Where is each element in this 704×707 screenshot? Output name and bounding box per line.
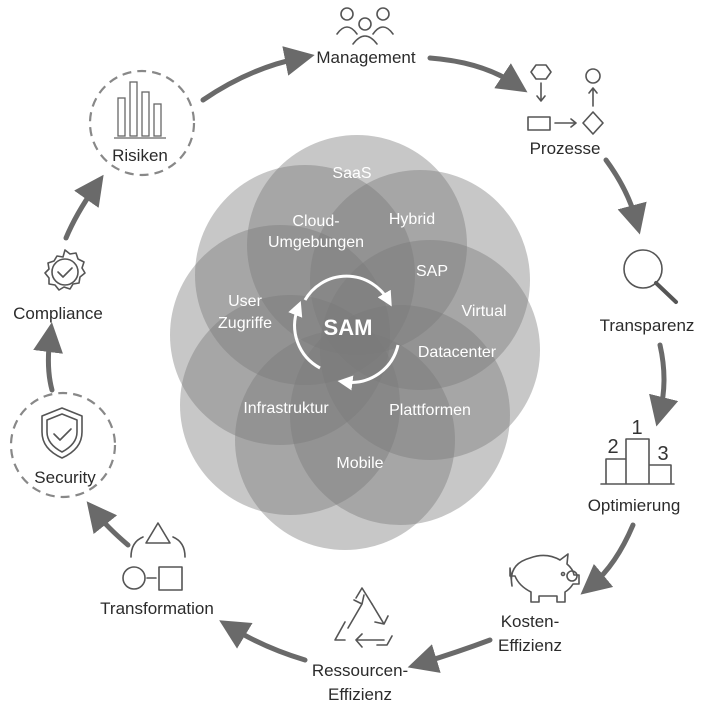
petal-label-infrastruktur: Infrastruktur	[243, 400, 329, 417]
arrow-management-prozesse	[427, 55, 528, 93]
label-transformation: Transformation	[100, 599, 214, 618]
arrow-compliance-risiken	[63, 174, 104, 241]
label-compliance: Compliance	[13, 304, 103, 323]
arrow-transformation-security	[86, 501, 131, 548]
petal-label-user-2: Zugriffe	[218, 315, 272, 332]
arrow-prozesse-transparenz	[603, 157, 647, 235]
label-risiken: Risiken	[112, 146, 168, 165]
badge-check-icon	[44, 249, 86, 291]
cycle-arrows	[33, 46, 679, 673]
petal-label-cloud-1: Cloud-	[292, 213, 339, 230]
label-ressourcen-1: Ressourcen-	[312, 661, 408, 680]
process-flow-icon	[527, 64, 604, 135]
arrow-transparenz-optimierung	[649, 342, 679, 427]
petal-label-saas: SaaS	[332, 165, 371, 182]
arrow-ressourcen-transformation	[219, 620, 308, 663]
petal-hybrid	[310, 170, 530, 390]
petal-mobile	[235, 330, 455, 550]
recycle-icon	[334, 587, 393, 648]
petal-label-virtual: Virtual	[461, 303, 506, 320]
podium-icon: 1 2 3	[600, 417, 675, 485]
petal-label-plattformen: Plattformen	[389, 402, 471, 419]
magnifier-icon	[623, 249, 678, 304]
piggy-bank-icon	[509, 553, 580, 603]
label-transparenz: Transparenz	[600, 316, 695, 335]
technology-flower	[170, 135, 540, 550]
sam-cycle-arrows	[288, 274, 400, 391]
petal-label-hybrid: Hybrid	[389, 211, 435, 228]
petal-cloud	[195, 165, 415, 385]
petal-infrastruktur	[180, 295, 400, 515]
label-optimierung: Optimierung	[588, 496, 681, 515]
label-ressourcen-2: Effizienz	[328, 685, 392, 704]
podium-3: 3	[657, 443, 668, 465]
petal-plattformen	[290, 305, 510, 525]
sam-label: SAM	[324, 315, 373, 340]
label-management: Management	[316, 48, 416, 67]
label-kosten-2: Effizienz	[498, 636, 562, 655]
people-group-icon	[336, 7, 394, 45]
bar-chart-icon	[114, 81, 166, 139]
label-kosten-1: Kosten-	[501, 612, 560, 631]
arrow-risiken-management	[200, 46, 315, 103]
petal-saas	[247, 135, 467, 355]
petal-label-mobile: Mobile	[336, 455, 383, 472]
podium-2: 2	[607, 436, 618, 458]
label-security: Security	[34, 468, 96, 487]
podium-1: 1	[631, 417, 642, 439]
petal-label-user-1: User	[228, 293, 262, 310]
petal-user	[170, 225, 390, 445]
shield-check-icon	[41, 407, 83, 459]
security-dashed-circle	[9, 391, 117, 499]
label-prozesse: Prozesse	[530, 139, 601, 158]
arrow-optimierung-kosten	[580, 522, 636, 595]
shapes-transformation-icon	[122, 522, 186, 591]
arrow-security-compliance	[33, 322, 63, 393]
petal-virtual	[320, 240, 540, 460]
petal-label-cloud-2: Umgebungen	[268, 234, 364, 251]
arrow-kosten-ressourcen	[407, 637, 493, 673]
petal-label-datacenter: Datacenter	[418, 344, 497, 361]
petal-label-sap: SAP	[416, 263, 448, 280]
